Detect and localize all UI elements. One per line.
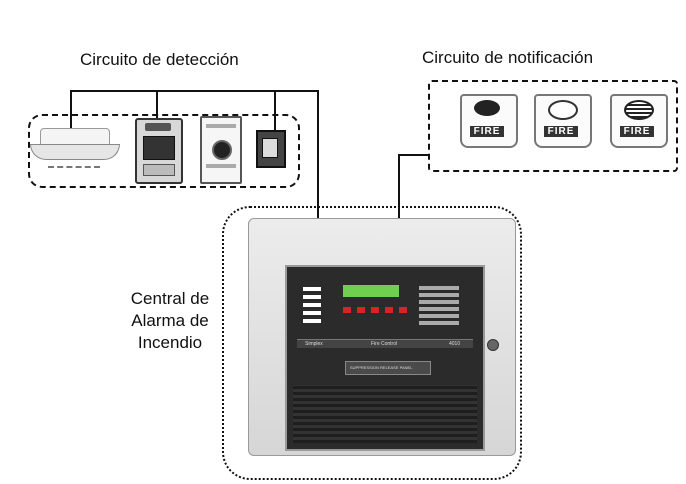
pull-station-handle <box>143 136 175 160</box>
central-label-line-1: Central de <box>130 289 210 308</box>
horn-strobe-3-text: FIRE <box>620 126 654 137</box>
detection-to-panel-wire <box>317 90 319 218</box>
notification-devices-group <box>428 80 678 172</box>
panel-red-button <box>371 307 379 313</box>
detection-circuit-label: Circuito de detección <box>80 50 239 69</box>
panel-red-button <box>399 307 407 313</box>
pull-station-footer <box>143 164 175 176</box>
horn-strobe-1: FIRE <box>460 94 518 148</box>
detector-drop-wire <box>70 90 72 130</box>
panel-red-button <box>385 307 393 313</box>
horn-strobe-3-speaker <box>624 100 654 120</box>
horn-strobe-1-text: FIRE <box>470 126 504 137</box>
notification-bus-wire <box>398 154 428 156</box>
panel-title: Fire Control <box>371 341 398 347</box>
panel-vents <box>293 385 477 443</box>
push-station-label-bottom <box>206 164 236 168</box>
panel-red-button <box>343 307 351 313</box>
control-module-face <box>262 138 278 158</box>
panel-brand: Simplex <box>305 341 323 347</box>
panel-lcd-display <box>343 285 399 297</box>
horn-strobe-1-lens <box>474 100 500 116</box>
pull-station-drop-wire <box>156 90 158 120</box>
horn-strobe-2: FIRE <box>534 94 592 148</box>
release-push-station <box>200 116 242 184</box>
smoke-detector-vents <box>48 158 100 168</box>
push-station-label-top <box>206 124 236 128</box>
central-panel-group <box>222 206 522 480</box>
central-panel-label: Central de Alarma de Incendio <box>110 288 230 354</box>
central-label-line-3: Incendio <box>137 333 203 352</box>
panel-window: Simplex Fire Control 4010 SUPPRESSION RE… <box>285 265 485 451</box>
pull-station-header <box>145 123 171 131</box>
horn-strobe-2-lens <box>548 100 578 120</box>
cabinet-lock-icon <box>487 339 499 351</box>
panel-model: 4010 <box>449 341 461 347</box>
manual-pull-station <box>135 118 183 184</box>
control-module <box>256 130 286 168</box>
panel-brand-strip: Simplex Fire Control 4010 <box>297 339 473 348</box>
detection-bus-wire <box>70 90 318 92</box>
detection-devices-group <box>28 114 300 188</box>
panel-nameplate-text: SUPPRESSION RELEASE PANEL <box>350 365 413 370</box>
panel-red-button <box>357 307 365 313</box>
push-button-icon <box>212 140 232 160</box>
notification-circuit-label: Circuito de notificación <box>422 48 594 67</box>
panel-nameplate: SUPPRESSION RELEASE PANEL <box>345 361 431 375</box>
horn-strobe-3: FIRE <box>610 94 668 148</box>
horn-strobe-2-text: FIRE <box>544 126 578 137</box>
central-label-line-2: Alarma de <box>131 311 209 330</box>
fire-alarm-control-panel: Simplex Fire Control 4010 SUPPRESSION RE… <box>248 218 516 456</box>
panel-status-leds <box>303 285 321 323</box>
module-drop-wire <box>274 90 276 132</box>
notification-to-panel-wire <box>398 154 400 218</box>
panel-keypad <box>419 285 459 325</box>
